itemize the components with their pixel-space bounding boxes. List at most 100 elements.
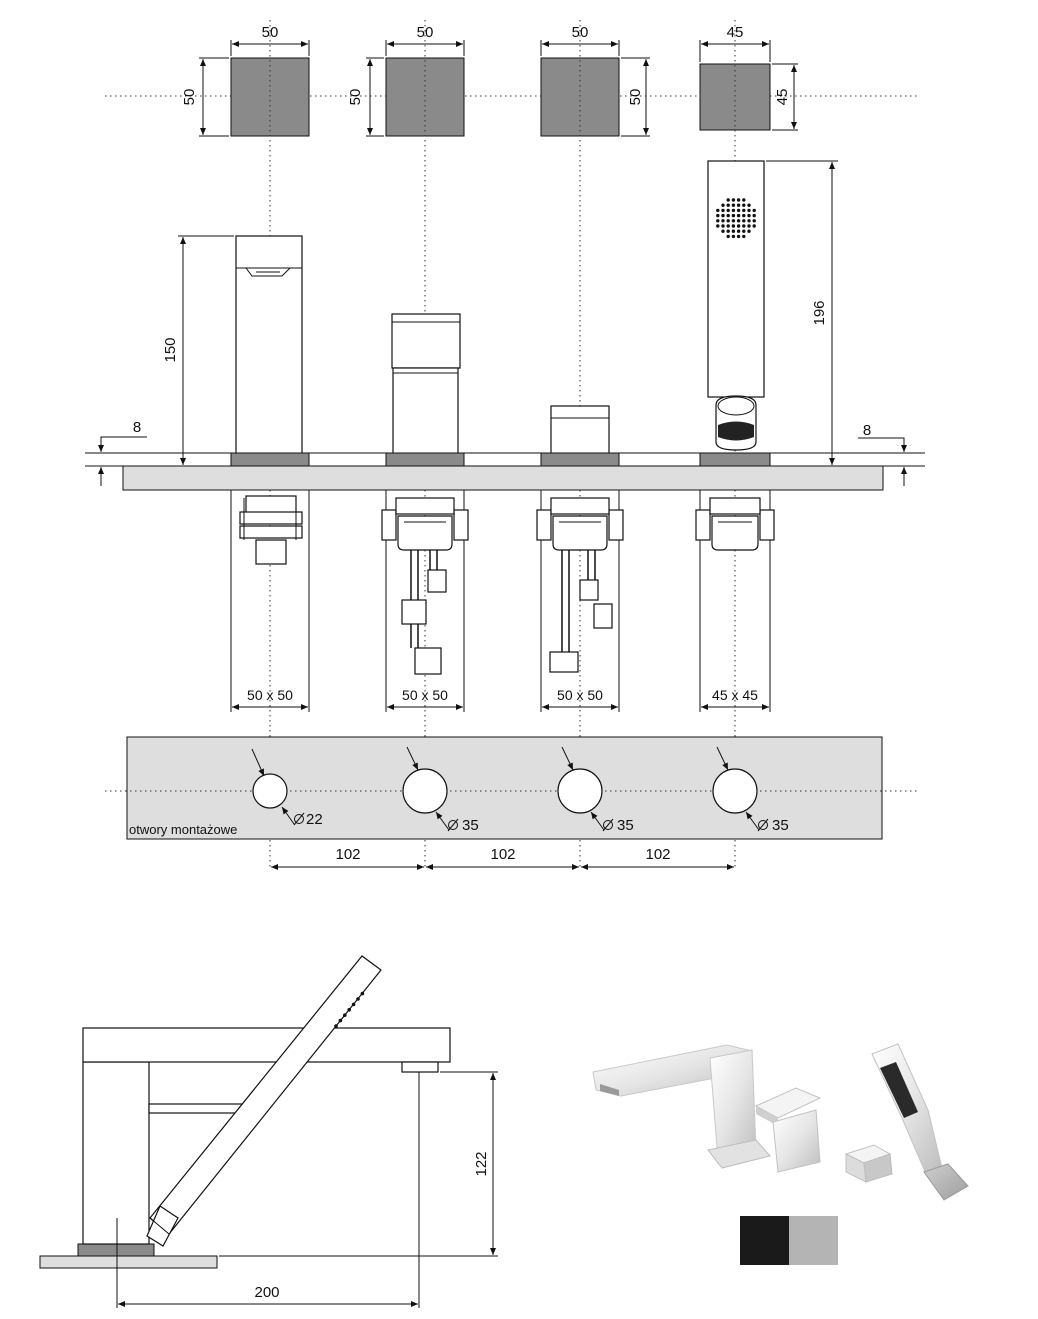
- color-swatch-black: [740, 1216, 789, 1265]
- spray-nozzle: [356, 997, 360, 1001]
- mixer-body: [392, 367, 459, 455]
- spray-nozzle: [742, 198, 746, 202]
- spray-nozzle: [731, 234, 736, 239]
- svg-text:35: 35: [462, 817, 479, 834]
- spray-nozzle: [736, 234, 741, 239]
- spray-nozzle: [747, 229, 751, 233]
- spray-nozzle: [752, 219, 756, 223]
- mounting-holes-plate: 22 35 35 35 otwory montażowe 102 102 102: [105, 736, 918, 870]
- spray-nozzle: [726, 203, 730, 207]
- spray-nozzle: [351, 1002, 356, 1007]
- spray-nozzle: [726, 219, 730, 223]
- spray-nozzle: [360, 991, 365, 996]
- spray-nozzle: [731, 198, 736, 202]
- mixer-handle: [391, 313, 461, 369]
- color-swatch-steel: [789, 1216, 838, 1265]
- diverter-top-square: [540, 57, 620, 137]
- mixer-installation-body: [381, 490, 469, 712]
- side-deck-plate: [39, 1255, 218, 1269]
- mounting-holes-note: otwory montażowe: [129, 822, 237, 837]
- dim-handshower-height: 196: [811, 300, 828, 325]
- diameter-label-2: 35: [447, 817, 479, 834]
- spray-nozzle: [747, 213, 751, 218]
- dim-height-3: 50: [627, 89, 644, 106]
- spray-nozzle: [731, 219, 736, 223]
- spout-body: [235, 235, 303, 455]
- spray-nozzle: [716, 208, 720, 213]
- side-spout-column: [82, 1061, 150, 1245]
- side-spout-arm: [82, 1027, 451, 1063]
- spray-nozzle: [742, 234, 746, 239]
- handshower-body: [707, 160, 765, 398]
- spray-nozzle: [721, 213, 725, 218]
- hole-spacing-1: 102: [335, 846, 360, 863]
- dim-height-4: 45: [774, 89, 791, 106]
- spray-nozzle: [721, 229, 725, 233]
- spray-nozzle: [731, 224, 736, 228]
- spray-nozzle: [731, 229, 736, 233]
- render-mixer-body: [772, 1109, 821, 1173]
- dim-side-height: 122: [473, 1151, 490, 1176]
- dim-deck-left: 8: [133, 419, 141, 436]
- spray-nozzle: [742, 208, 746, 213]
- spray-nozzle: [736, 213, 741, 218]
- spray-nozzle: [742, 229, 746, 233]
- base-size-label-4: 45 x 45: [712, 687, 758, 703]
- spray-nozzle: [747, 219, 751, 223]
- diameter-label-1: 22: [293, 811, 323, 828]
- spray-nozzle: [721, 208, 725, 213]
- svg-text:22: 22: [306, 811, 323, 828]
- side-view: 122 200: [39, 955, 498, 1308]
- dim-width-2: 50: [417, 24, 434, 41]
- dim-width-4: 45: [727, 24, 744, 41]
- handshower-installation-body: [695, 490, 775, 712]
- spray-nozzle: [716, 219, 720, 223]
- spray-nozzle: [742, 224, 746, 228]
- spray-nozzle: [347, 1008, 352, 1012]
- svg-text:35: 35: [772, 817, 789, 834]
- svg-text:35: 35: [617, 817, 634, 834]
- base-size-label-3: 50 x 50: [557, 687, 603, 703]
- deck-plate-plan: [126, 736, 883, 840]
- spray-nozzle: [742, 203, 746, 207]
- spray-nozzle: [742, 213, 746, 218]
- product-render: [592, 1043, 969, 1265]
- spray-nozzle: [736, 198, 741, 202]
- spray-nozzle: [736, 229, 741, 233]
- spray-nozzles: [716, 198, 756, 239]
- base-size-label-1: 50 x 50: [247, 687, 293, 703]
- spout-outlet: [245, 267, 291, 277]
- spout-top-square: [230, 57, 310, 137]
- spray-nozzle: [747, 224, 751, 228]
- spout-installation-body: [230, 490, 310, 712]
- spray-nozzle: [736, 224, 741, 228]
- dim-width-3: 50: [572, 24, 589, 41]
- spray-nozzle: [726, 229, 730, 233]
- mixer-top-square: [385, 57, 465, 137]
- diameter-label-4: 35: [757, 817, 789, 834]
- spray-nozzle: [726, 224, 730, 228]
- spray-nozzle: [736, 219, 741, 223]
- render-spray-face: [880, 1062, 918, 1118]
- spray-nozzle: [731, 213, 736, 218]
- spray-nozzle: [343, 1013, 347, 1017]
- dim-side-reach: 200: [254, 1284, 279, 1301]
- spray-nozzle: [736, 203, 741, 207]
- spray-nozzle: [731, 208, 736, 213]
- spout-base: [230, 452, 310, 467]
- top-view: 50 50 50 50 50 50 45 45: [105, 24, 918, 137]
- hole-35: [557, 768, 603, 814]
- deck-plate: [122, 465, 884, 491]
- spray-nozzle: [716, 224, 720, 228]
- hole-22: [252, 773, 288, 809]
- spray-nozzle: [752, 208, 756, 213]
- dim-deck-right: 8: [863, 422, 871, 439]
- diverter-handle: [550, 405, 610, 455]
- mixer-base: [385, 452, 465, 467]
- spray-nozzle: [716, 213, 720, 218]
- diameter-label-3: 35: [602, 817, 634, 834]
- dim-height-1: 50: [181, 89, 198, 106]
- spray-nozzle: [752, 213, 756, 218]
- front-view: 150 196 8 8: [85, 160, 925, 491]
- spray-nozzle: [742, 219, 746, 223]
